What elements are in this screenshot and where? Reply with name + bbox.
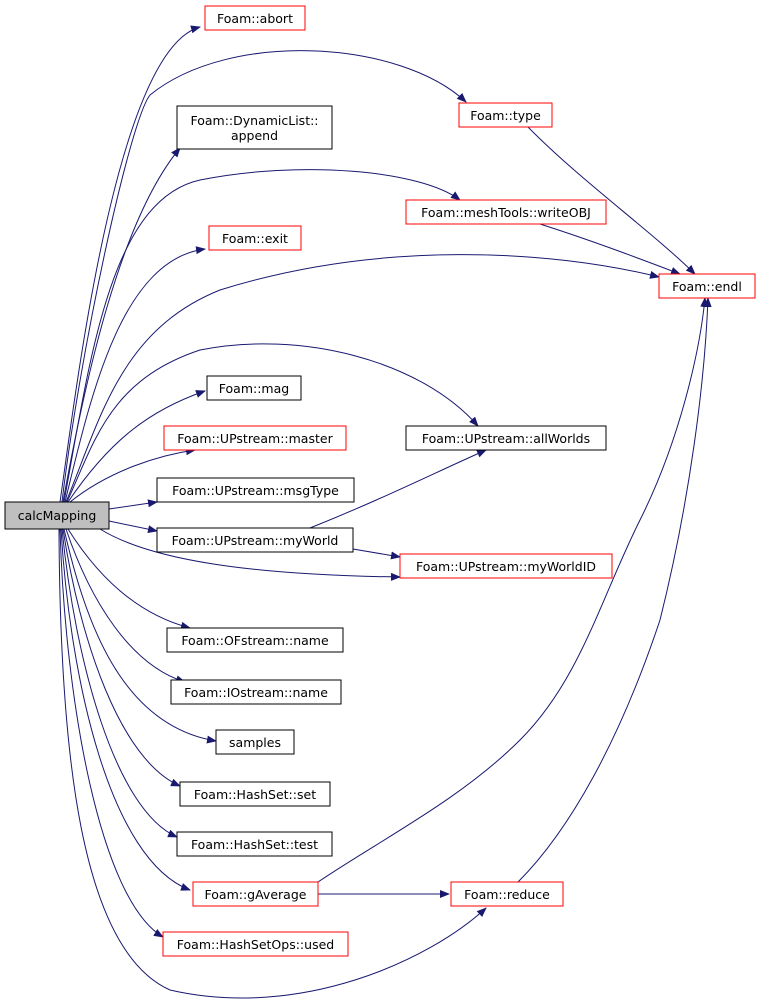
node-htest-box[interactable] — [176, 831, 333, 857]
node-samples-box[interactable] — [215, 729, 295, 755]
edge-calcMapping-to-allWorlds — [66, 343, 479, 503]
edge-calcMapping-to-used — [59, 528, 164, 938]
node-gAverage-box[interactable] — [192, 881, 319, 907]
edge-calcMapping-to-ioname — [65, 528, 186, 684]
node-reduce-box[interactable] — [450, 881, 564, 907]
edge-myWorld-to-myWorldID — [352, 548, 401, 560]
node-used-box[interactable] — [162, 931, 349, 957]
node-hset-box[interactable] — [179, 781, 331, 807]
edge-writeOBJ-to-endl — [539, 223, 681, 275]
node-mag-box[interactable] — [206, 375, 302, 401]
node-myWorld-box[interactable] — [156, 527, 354, 553]
edge-calcMapping-to-mag — [67, 390, 206, 503]
edge-calcMapping-to-writeOBJ — [63, 169, 461, 503]
edge-reduce-to-endl — [517, 297, 712, 883]
node-append-box[interactable] — [176, 105, 333, 150]
edge-calcMapping-to-myWorld — [108, 520, 158, 534]
node-allWorlds-box[interactable] — [405, 425, 607, 451]
edge-calcMapping-to-master — [69, 447, 196, 503]
node-master-box[interactable] — [163, 425, 347, 451]
node-ofname-box[interactable] — [166, 627, 344, 653]
edge-calcMapping-to-msgType — [108, 499, 158, 510]
node-ioname-box[interactable] — [170, 679, 342, 705]
edge-calcMapping-to-exit — [64, 246, 206, 503]
edge-gAverage-to-endl — [317, 297, 709, 883]
node-myWorldID-box[interactable] — [399, 553, 613, 579]
node-exit-box[interactable] — [208, 225, 302, 251]
node-writeOBJ-box[interactable] — [405, 199, 607, 225]
node-msgType-box[interactable] — [156, 477, 355, 503]
node-endl-box[interactable] — [658, 273, 756, 299]
edge-calcMapping-to-gAverage — [60, 528, 191, 891]
edge-calcMapping-to-abort — [59, 25, 201, 503]
edge-calcMapping-to-reduce — [58, 528, 487, 999]
edge-calcMapping-to-htest — [61, 528, 178, 838]
edge-calcMapping-to-type — [61, 50, 467, 503]
edge-calcMapping-to-samples — [63, 528, 217, 744]
edge-calcMapping-to-myWorldID — [99, 528, 401, 581]
edges-layer — [58, 25, 712, 999]
edge-calcMapping-to-ofname — [67, 528, 191, 630]
node-abort-box[interactable] — [204, 5, 306, 31]
edge-calcMapping-to-endl — [65, 254, 660, 503]
node-calcMapping-box[interactable] — [4, 501, 110, 530]
edge-calcMapping-to-hset — [62, 528, 181, 787]
nodes-layer — [4, 5, 756, 957]
node-type-box[interactable] — [458, 102, 553, 128]
edge-myWorld-to-allWorlds — [309, 449, 487, 529]
edge-type-to-endl — [527, 126, 696, 275]
